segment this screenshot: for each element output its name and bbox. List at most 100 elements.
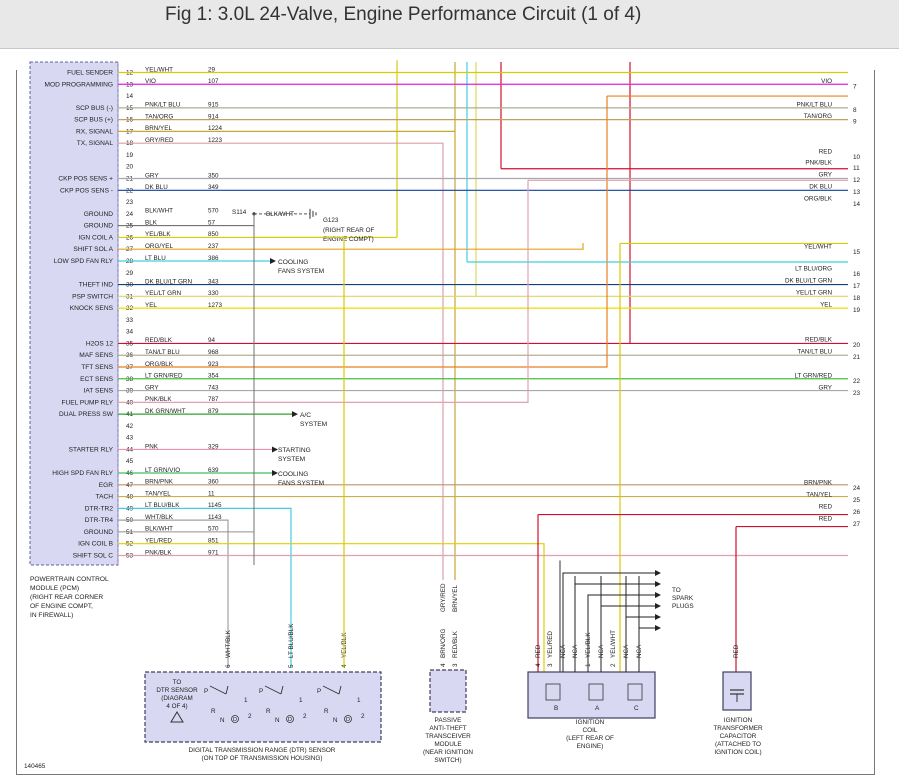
right-wire-color: YEL/LT GRN <box>796 290 833 297</box>
right-wire-number: 22 <box>853 378 861 385</box>
system-label: STARTING <box>278 447 311 454</box>
pcm-pin-name: IGN COIL B <box>78 541 114 548</box>
pcm-caption: (RIGHT REAR CORNER <box>30 594 103 601</box>
pcm-pin-number: 20 <box>126 164 134 171</box>
wire-color-label: BLK/WHT <box>145 526 173 533</box>
switch-contact <box>286 715 294 723</box>
right-wire-number: 21 <box>853 354 861 361</box>
warning-icon <box>170 711 184 723</box>
right-wire-color: GRY <box>818 172 832 179</box>
system-label: COOLING <box>278 471 308 478</box>
wire-color-label: TAN/YEL <box>145 490 171 497</box>
coil-pin-number: 3 <box>547 663 554 667</box>
switch-letter: 1 <box>244 697 248 704</box>
wire-color-label: LT BLU <box>145 255 166 262</box>
right-wire-color: YEL/WHT <box>804 244 832 251</box>
spark-arrow <box>655 614 661 620</box>
switch-letter: P <box>259 688 263 695</box>
wire-color-label: DK GRN/WHT <box>145 408 186 415</box>
pcm-pin-name: SCP BUS (+) <box>74 117 113 124</box>
pcm-pin-name: DTR-TR4 <box>85 517 114 524</box>
coil-letter: C <box>634 705 639 712</box>
spark-arrow <box>655 603 661 609</box>
circuit-number: 57 <box>208 219 216 226</box>
right-wire-number: 20 <box>853 342 861 349</box>
wire-color-label: LT BLU/BLK <box>145 502 180 509</box>
circuit-number: 349 <box>208 184 219 191</box>
wire-color-label: BRN/PNK <box>145 479 174 486</box>
pats-caption: SWITCH) <box>434 757 461 764</box>
switch-letter: 1 <box>299 697 303 704</box>
system-label: FANS SYSTEM <box>278 268 324 275</box>
circuit-number: 915 <box>208 102 219 109</box>
spark-arrow <box>655 625 661 631</box>
pcm-pin-name: HIGH SPD FAN RLY <box>52 470 113 477</box>
pcm-pin-name: GROUND <box>84 529 114 536</box>
diagram-frame <box>16 70 875 775</box>
title-bar: Fig 1: 3.0L 24-Valve, Engine Performance… <box>0 0 899 49</box>
splice-wire-label: BLK/WHT <box>266 211 294 218</box>
circuit-number: 850 <box>208 231 219 238</box>
wire-color-label: GRY <box>145 172 159 179</box>
wire-color-label: BLK <box>145 219 158 226</box>
right-wire-number: 23 <box>853 390 861 397</box>
circuit-number: 1145 <box>208 502 222 509</box>
coil-winding <box>588 683 604 701</box>
wire-color-label: PNK/LT BLU <box>145 102 181 109</box>
right-wire-number: 11 <box>853 165 860 172</box>
right-wire-number: 9 <box>853 119 857 126</box>
coil-winding <box>545 683 561 701</box>
pcm-pin-number: 23 <box>126 199 134 206</box>
circuit-number: 743 <box>208 384 219 391</box>
pcm-pin-name: ECT SENS <box>80 376 113 383</box>
wire-color-label: GRY <box>145 384 159 391</box>
pcm-pin-name: CKP POS SENS + <box>58 176 113 183</box>
pcm-pin-name: EGR <box>99 482 114 489</box>
spark-wire <box>574 583 655 672</box>
capacitor-caption: CAPACITOR <box>720 733 757 740</box>
pcm-pin-name: PSP SWITCH <box>72 293 113 300</box>
pcm-pin-name: TX, SIGNAL <box>77 140 114 147</box>
circuit-number: 360 <box>208 479 219 486</box>
switch-letter: P <box>204 688 208 695</box>
circuit-number: 330 <box>208 290 219 297</box>
wire-pin-27 <box>118 243 584 250</box>
pcm-pin-name: TFT SENS <box>81 364 113 371</box>
capacitor-caption: IGNITION COIL) <box>714 749 761 756</box>
pats-pin-number: 4 <box>440 663 447 667</box>
right-wire-number: 24 <box>853 485 861 492</box>
pcm-pin-number: 29 <box>126 270 134 277</box>
pcm-connector <box>29 61 119 566</box>
circuit-number: 107 <box>208 78 219 85</box>
pcm-pin-name: GROUND <box>84 211 114 218</box>
wire-pin-37 <box>118 96 608 368</box>
pats-top-wire: GRY/RED <box>440 583 447 612</box>
coil-letter: A <box>595 705 600 712</box>
pcm-pin-name: CKP POS SENS - <box>60 187 113 194</box>
dtr-caption: (ON TOP OF TRANSMISSION HOUSING) <box>202 755 323 762</box>
coil-winding <box>627 683 643 701</box>
pcm-pin-name: THEFT IND <box>79 282 114 289</box>
pcm-pin-name: RX, SIGNAL <box>76 128 113 135</box>
wire-color-label: YEL <box>145 302 157 309</box>
right-wire-color: DK BLU <box>809 184 832 191</box>
system-label: FANS SYSTEM <box>278 480 324 487</box>
wire-color-label: DK BLU/LT GRN <box>145 278 192 285</box>
pcm-pin-number: 42 <box>126 423 134 430</box>
pcm-caption: IN FIREWALL) <box>30 612 73 619</box>
capacitor-caption: (ATTACHED TO <box>715 741 761 748</box>
circuit-number: 1223 <box>208 137 223 144</box>
coil-caption: IGNITION <box>576 719 605 726</box>
pats-top-wire: BRN/YEL <box>452 585 459 612</box>
ground-note: ENGINE COMPT) <box>323 236 374 243</box>
right-wire-color: RED/BLK <box>805 337 833 344</box>
switch-arm <box>322 685 340 695</box>
cooling-arrow <box>270 257 276 264</box>
pcm-pin-name: KNOCK SENS <box>70 305 114 312</box>
ac-arrow <box>292 411 298 418</box>
pats-caption: (NEAR IGNITION <box>423 749 473 756</box>
switch-letter: 2 <box>248 713 252 720</box>
right-wire-color: DK BLU/LT GRN <box>785 278 832 285</box>
circuit-number: 879 <box>208 408 219 415</box>
switch-letter: N <box>333 717 338 724</box>
